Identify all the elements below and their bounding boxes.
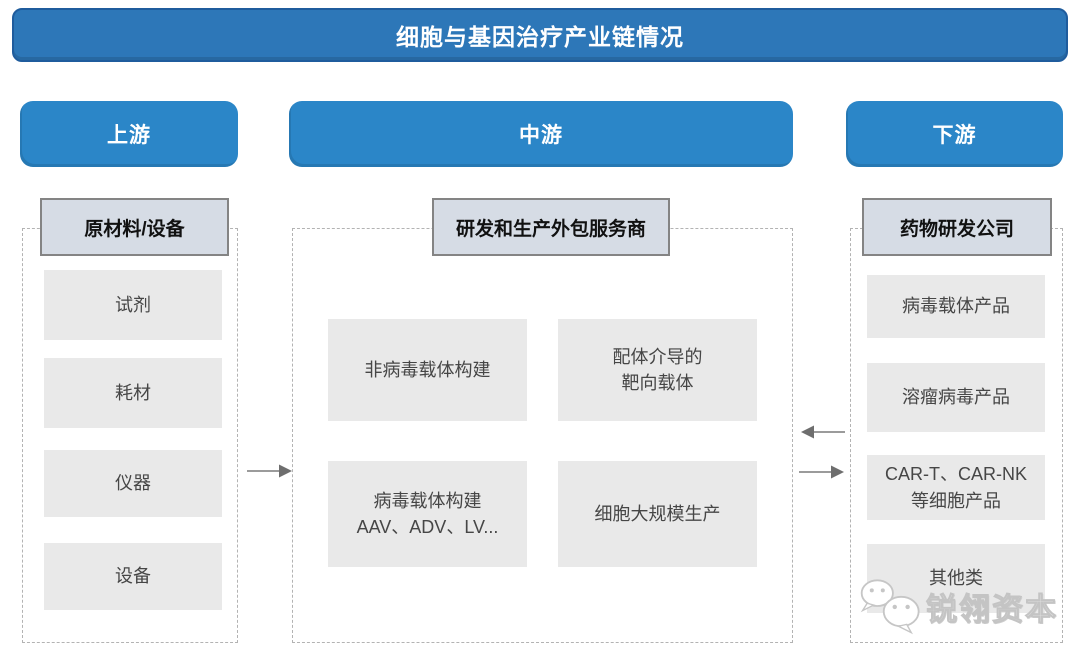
stage-bar-downstream: 下游 [846,101,1063,167]
upstream-header-label: 原材料/设备 [84,218,185,240]
item-consumables: 耗材 [44,358,222,428]
page-title: 细胞与基因治疗产业链情况 [396,24,684,50]
stage-label-midstream: 中游 [519,124,563,147]
arrow-upstream-to-midstream-icon [247,464,292,478]
item-label: 非病毒载体构建 [364,359,491,380]
item-label: 试剂 [115,294,151,315]
item-label: 溶瘤病毒产品 [902,387,1010,408]
arrow-midstream-to-downstream-icon [799,465,844,479]
item-label: 细胞大规模生产 [594,503,721,524]
item-large-scale-cell-production: 细胞大规模生产 [558,461,757,567]
watermark: 锐翎资本 [858,574,1058,638]
item-oncolytic-virus-products: 溶瘤病毒产品 [867,363,1045,432]
item-label-line1: 病毒载体构建 [373,490,482,511]
stage-label-downstream: 下游 [932,124,977,147]
item-instruments: 仪器 [44,450,222,517]
watermark-text: 锐翎资本 [926,591,1058,627]
item-label: 病毒载体产品 [902,296,1010,317]
item-nonviral-vector-construction: 非病毒载体构建 [328,319,527,421]
arrow-downstream-to-midstream-icon [801,425,845,439]
item-reagents: 试剂 [44,270,222,340]
item-label-line1: 配体介导的 [612,346,703,367]
item-label: 耗材 [115,382,151,403]
midstream-container [292,228,793,643]
stage-label-upstream: 上游 [107,124,151,147]
stage-bar-upstream: 上游 [20,101,238,167]
wechat-icon [860,579,920,635]
item-viral-vector-products: 病毒载体产品 [867,275,1045,338]
item-label: 其他类 [929,568,983,589]
item-equipment: 设备 [44,543,222,610]
stage-bar-midstream: 中游 [289,101,793,167]
item-car-t-car-nk-cell-products: CAR-T、CAR-NK 等细胞产品 [867,455,1045,520]
item-label: 仪器 [115,473,151,494]
upstream-header-box: 原材料/设备 [40,198,229,256]
item-label: 设备 [115,566,151,587]
midstream-header-label: 研发和生产外包服务商 [455,218,646,240]
item-label-line1: CAR-T、CAR-NK [885,464,1027,485]
downstream-header-label: 药物研发公司 [899,218,1014,240]
item-label-line2: 靶向载体 [621,373,694,393]
item-label-line2: AAV、ADV、LV... [356,517,499,537]
item-label-line2: 等细胞产品 [911,490,1001,511]
midstream-header-box: 研发和生产外包服务商 [432,198,670,256]
item-ligand-mediated-targeted-vector: 配体介导的 靶向载体 [558,319,757,421]
downstream-header-box: 药物研发公司 [862,198,1052,256]
item-viral-vector-construction: 病毒载体构建 AAV、ADV、LV... [328,461,527,567]
title-banner: 细胞与基因治疗产业链情况 [12,8,1068,62]
